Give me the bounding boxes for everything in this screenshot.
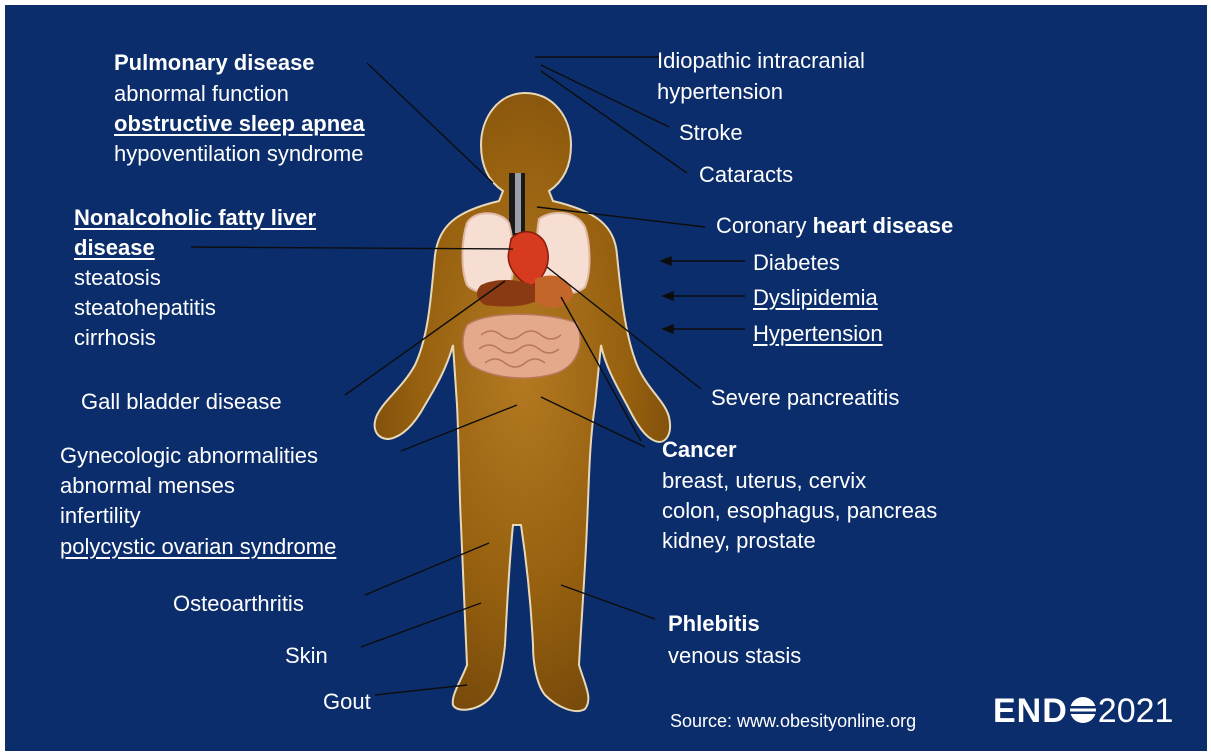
hypoventilation-syndrome: hypoventilation syndrome (114, 139, 363, 169)
pulmonary-abnormal-function: abnormal function (114, 79, 289, 109)
iih-line1: Idiopathic intracranial (657, 46, 865, 76)
diabetes: Diabetes (753, 248, 840, 278)
cancer-colon-esophagus-pancreas: colon, esophagus, pancreas (662, 496, 937, 526)
cancer-breast-uterus-cervix: breast, uterus, cervix (662, 466, 866, 496)
esophagus (515, 173, 521, 233)
logo-end-text: END (993, 692, 1068, 730)
source-citation: Source: www.obesityonline.org (670, 709, 916, 733)
nafld-title-line1: Nonalcoholic fatty liver (74, 203, 316, 233)
gout: Gout (323, 687, 371, 717)
cancer-kidney-prostate: kidney, prostate (662, 526, 816, 556)
severe-pancreatitis: Severe pancreatitis (711, 383, 899, 413)
intestines (463, 314, 580, 378)
chd-prefix: Coronary (716, 213, 813, 238)
stroke: Stroke (679, 118, 743, 148)
polycystic-ovarian-syndrome: polycystic ovarian syndrome (60, 532, 336, 562)
obstructive-sleep-apnea: obstructive sleep apnea (114, 109, 365, 139)
osteoarthritis: Osteoarthritis (173, 589, 304, 619)
pulmonary-disease-title: Pulmonary disease (114, 48, 315, 78)
steatosis: steatosis (74, 263, 161, 293)
dyslipidemia: Dyslipidemia (753, 283, 878, 313)
cataracts: Cataracts (699, 160, 793, 190)
coronary-heart-disease: Coronary heart disease (716, 211, 953, 241)
gynecologic-abnormalities: Gynecologic abnormalities (60, 441, 318, 471)
steatohepatitis: steatohepatitis (74, 293, 216, 323)
logo-year-text: 2021 (1098, 692, 1174, 730)
endo-2021-logo: END 2021 (993, 691, 1173, 731)
gall-bladder-disease: Gall bladder disease (81, 387, 282, 417)
arrows (661, 257, 745, 333)
chd-bold: heart disease (813, 213, 954, 238)
cancer-title: Cancer (662, 435, 737, 465)
infertility: infertility (60, 501, 141, 531)
hypertension: Hypertension (753, 319, 883, 349)
abnormal-menses: abnormal menses (60, 471, 235, 501)
globe-icon (1068, 695, 1098, 725)
cirrhosis: cirrhosis (74, 323, 156, 353)
venous-stasis: venous stasis (668, 641, 801, 671)
iih-line2: hypertension (657, 77, 783, 107)
skin: Skin (285, 641, 328, 671)
slide: Pulmonary disease abnormal function obst… (5, 5, 1207, 751)
phlebitis-title: Phlebitis (668, 609, 760, 639)
nafld-title-line2: disease (74, 233, 155, 263)
